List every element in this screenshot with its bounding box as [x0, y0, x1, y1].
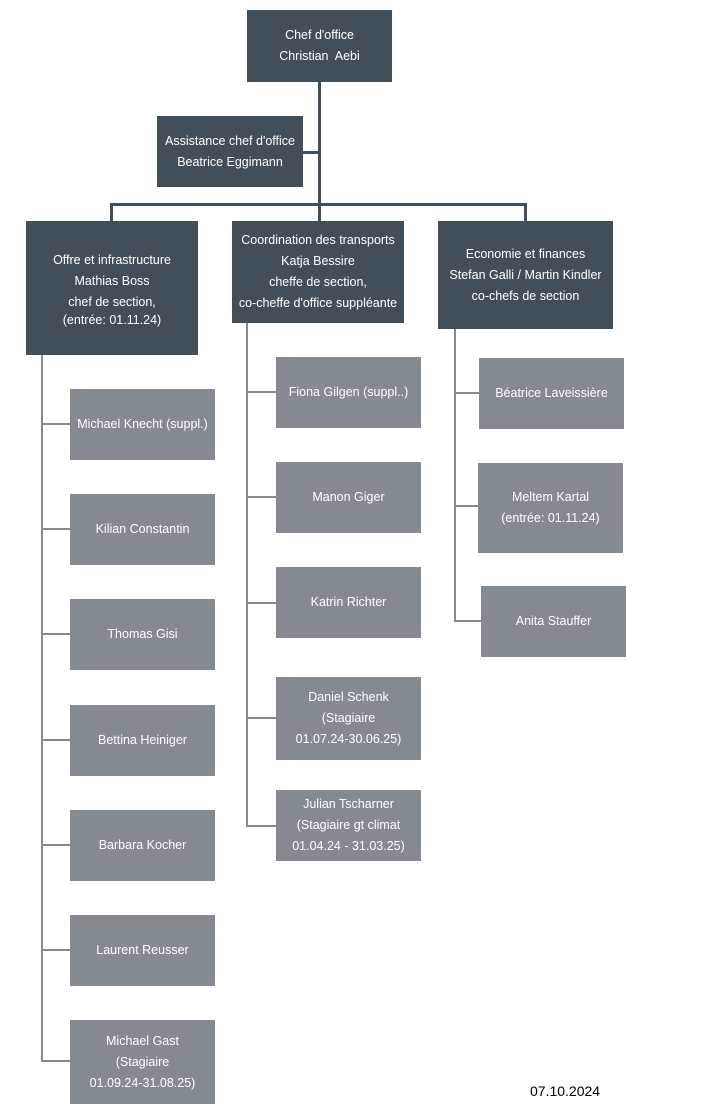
member-connector — [41, 633, 70, 635]
section-line: Economie et finances — [465, 246, 586, 261]
member-line: 01.07.24-30.06.25) — [295, 732, 402, 746]
member-line: (Stagiaire — [115, 1054, 170, 1069]
member-box: Julian Tscharner (Stagiaire gt climat 01… — [276, 790, 421, 861]
member-line: (entrée: 01.11.24) — [501, 511, 600, 525]
member-line: Fiona Gilgen (suppl..) — [288, 385, 409, 399]
assistant-name: Beatrice Eggimann — [177, 154, 283, 169]
chief-connector-line — [318, 81, 321, 205]
section-3-member-spine — [454, 329, 456, 622]
member-line: Katrin Richter — [310, 595, 387, 609]
section-2-member-spine — [246, 323, 248, 827]
member-box: Michael Knecht (suppl.) — [70, 389, 215, 460]
member-connector — [41, 739, 70, 741]
member-box: Manon Giger — [276, 462, 421, 533]
member-box: Béatrice Laveissière — [479, 358, 624, 429]
section-line: co-cheffe d'office suppléante — [238, 296, 398, 310]
member-line: Meltem Kartal — [511, 490, 590, 504]
member-box: Anita Stauffer — [481, 586, 626, 657]
member-box: Laurent Reusser — [70, 915, 215, 986]
section-line: (entrée: 01.11.24) — [62, 312, 162, 327]
member-connector — [41, 423, 70, 425]
section-line: Mathias Boss — [74, 273, 150, 288]
section-line: co-chefs de section — [471, 288, 580, 303]
member-box: Bettina Heiniger — [70, 705, 215, 776]
member-box: Fiona Gilgen (suppl..) — [276, 357, 421, 428]
section-3-drop-line — [524, 203, 527, 221]
member-connector — [246, 391, 276, 393]
chief-box: Chef d'office Christian Aebi — [247, 10, 392, 82]
member-connector — [41, 528, 70, 530]
member-line: Julian Tscharner — [303, 797, 394, 811]
member-box: Meltem Kartal (entrée: 01.11.24) — [478, 463, 623, 553]
section-box-economie-finances: Economie et finances Stefan Galli / Mart… — [438, 221, 613, 329]
member-line: Laurent Reusser — [96, 943, 189, 957]
section-line: chef de section, — [68, 294, 156, 309]
chart-date: 07.10.2024 — [530, 1083, 601, 1099]
member-box: Kilian Constantin — [70, 494, 215, 565]
member-line: Daniel Schenk — [308, 690, 389, 704]
member-connector — [41, 1060, 70, 1062]
section-box-coordination-transports: Coordination des transports Katja Bessir… — [232, 221, 404, 323]
member-line: Barbara Kocher — [98, 838, 187, 852]
member-line: Thomas Gisi — [107, 627, 178, 641]
member-line: Michael Knecht (suppl.) — [77, 417, 208, 431]
member-line: Bettina Heiniger — [98, 733, 187, 747]
member-line: 01.04.24 - 31.03.25) — [292, 839, 405, 853]
member-connector — [454, 392, 479, 394]
member-box: Katrin Richter — [276, 567, 421, 638]
member-box: Barbara Kocher — [70, 810, 215, 881]
section-line: cheffe de section, — [269, 275, 367, 289]
member-connector — [246, 602, 276, 604]
member-connector — [454, 505, 478, 507]
assistant-connector-line — [302, 151, 320, 154]
member-connector — [41, 949, 70, 951]
member-connector — [454, 620, 481, 622]
assistant-title: Assistance chef d'office — [164, 133, 295, 148]
member-box: Thomas Gisi — [70, 599, 215, 670]
member-line: Kilian Constantin — [95, 522, 190, 536]
member-connector — [41, 844, 70, 846]
member-line: Anita Stauffer — [515, 614, 592, 628]
section-box-offre-infrastructure: Offre et infrastructure Mathias Boss che… — [26, 221, 198, 355]
member-line: Manon Giger — [312, 490, 385, 504]
member-connector — [246, 496, 276, 498]
member-box: Michael Gast (Stagiaire 01.09.24-31.08.2… — [70, 1020, 215, 1104]
member-line: 01.09.24-31.08.25) — [89, 1075, 196, 1090]
section-line: Offre et infrastructure — [53, 252, 171, 267]
member-connector — [246, 825, 276, 827]
chief-name: Christian Aebi — [279, 49, 360, 63]
section-1-member-spine — [41, 355, 43, 1062]
member-line: Michael Gast — [106, 1033, 179, 1048]
member-connector — [246, 717, 276, 719]
section-1-drop-line — [110, 203, 113, 221]
chief-title: Chef d'office — [285, 28, 354, 42]
section-line: Katja Bessire — [281, 254, 355, 268]
member-line: (Stagiaire — [321, 711, 376, 725]
member-line: Béatrice Laveissière — [495, 386, 608, 400]
assistant-box: Assistance chef d'office Beatrice Eggima… — [157, 116, 303, 187]
section-line: Stefan Galli / Martin Kindler — [449, 267, 602, 282]
section-line: Coordination des transports — [241, 233, 395, 247]
member-line: (Stagiaire gt climat — [296, 818, 401, 832]
section-2-drop-line — [318, 203, 321, 221]
member-box: Daniel Schenk (Stagiaire 01.07.24-30.06.… — [276, 677, 421, 760]
